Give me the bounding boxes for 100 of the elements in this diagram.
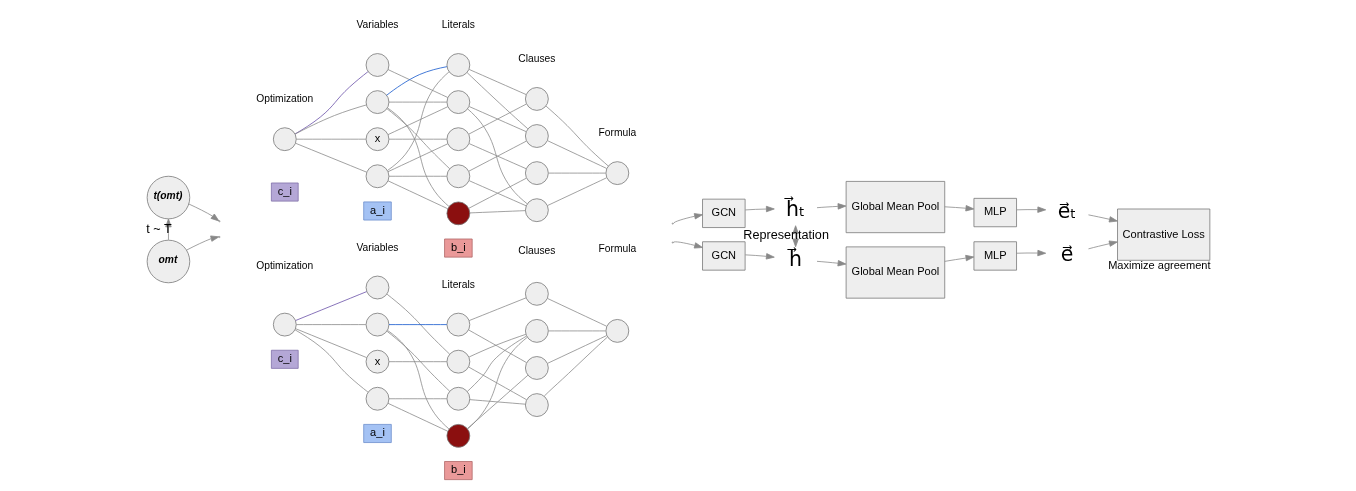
node-circle — [446, 164, 470, 189]
arrow — [816, 260, 846, 267]
connector — [543, 336, 608, 397]
label: Variables — [356, 241, 398, 253]
node-box: GCN — [701, 241, 745, 271]
node-circle — [272, 127, 297, 151]
connector — [546, 177, 607, 206]
label: Clauses — [517, 53, 555, 65]
node-box: b_i — [443, 238, 473, 258]
edge-label: Representation — [742, 228, 829, 243]
node-box: Global Mean Pool — [845, 246, 945, 299]
node-circle — [524, 87, 549, 111]
node-circle — [446, 424, 470, 448]
label: Formula — [598, 243, 636, 255]
node-circle — [446, 349, 470, 374]
node-circle — [605, 161, 629, 185]
arrow — [1015, 249, 1046, 257]
node-circle — [446, 90, 470, 114]
node-circle — [605, 319, 629, 343]
connector — [388, 361, 447, 363]
node-box: b_i — [443, 461, 473, 481]
node-circle: t(omt) — [146, 175, 190, 220]
node-label: Maximize agreement — [1107, 259, 1211, 272]
node-text: h⃗ₜ — [785, 196, 805, 221]
connector — [547, 172, 606, 174]
connector — [466, 108, 528, 205]
connector — [388, 175, 447, 177]
connector — [386, 108, 450, 170]
arrow — [943, 254, 974, 262]
connector — [545, 105, 609, 167]
connector — [294, 291, 367, 321]
connector — [468, 297, 526, 321]
label: Clauses — [517, 244, 555, 256]
connector — [388, 101, 447, 103]
node-box: GCN — [701, 198, 745, 228]
arrow — [1015, 206, 1046, 213]
node-circle — [524, 161, 549, 185]
connector — [388, 324, 447, 325]
connector — [466, 335, 527, 392]
connector — [468, 210, 526, 214]
node-box: c_i — [270, 349, 299, 369]
node-circle — [365, 90, 389, 114]
node-circle — [524, 282, 549, 306]
node-text: e⃗ — [1060, 241, 1073, 266]
connector — [468, 333, 526, 358]
node-circle — [524, 393, 549, 417]
label: Optimization — [255, 93, 313, 105]
node-circle — [365, 275, 389, 300]
arrow — [185, 235, 219, 251]
connector — [467, 329, 527, 364]
connector — [466, 72, 528, 130]
connector — [387, 106, 448, 136]
arrow — [1087, 240, 1118, 250]
connector — [386, 330, 450, 392]
node-circle — [446, 53, 470, 77]
connector — [294, 71, 368, 135]
node-text: e⃗ₜ — [1057, 198, 1076, 223]
connector — [295, 324, 366, 325]
node-circle — [524, 124, 549, 148]
connector — [468, 69, 527, 95]
connector — [386, 293, 450, 355]
label: Formula — [598, 127, 636, 139]
node-box: Global Mean Pool — [845, 181, 945, 234]
connector — [388, 138, 447, 140]
connector — [294, 142, 367, 173]
arrow — [188, 203, 219, 222]
connector — [546, 335, 607, 364]
node-box: Contrastive Loss — [1116, 208, 1210, 261]
label: Variables — [356, 19, 398, 31]
connector — [466, 336, 528, 430]
connector — [386, 71, 449, 171]
node-box: a_i — [362, 201, 392, 221]
node-circle — [272, 312, 297, 337]
connector — [294, 104, 367, 135]
connector — [467, 366, 527, 401]
node-circle — [365, 53, 389, 77]
node-box: c_i — [270, 182, 299, 202]
connector — [295, 138, 366, 140]
connector — [387, 402, 448, 432]
node-circle — [365, 164, 389, 189]
connector — [468, 399, 526, 405]
node-circle — [524, 356, 549, 380]
connector — [547, 330, 606, 332]
arrow — [672, 213, 703, 224]
arrow — [1087, 214, 1118, 223]
arrow — [744, 253, 775, 260]
node-circle: omt — [146, 239, 190, 284]
connector — [294, 328, 367, 358]
connector — [386, 330, 449, 430]
connector — [387, 180, 448, 210]
node-circle — [365, 386, 389, 411]
label: Optimization — [255, 259, 313, 271]
label: Literals — [441, 19, 475, 31]
node-circle — [524, 319, 549, 343]
connector — [546, 140, 607, 169]
node-box: MLP — [973, 241, 1017, 271]
arrow — [744, 205, 775, 213]
connector — [294, 329, 368, 393]
node-circle — [524, 198, 549, 223]
edge-label: t ~ T — [145, 221, 172, 236]
